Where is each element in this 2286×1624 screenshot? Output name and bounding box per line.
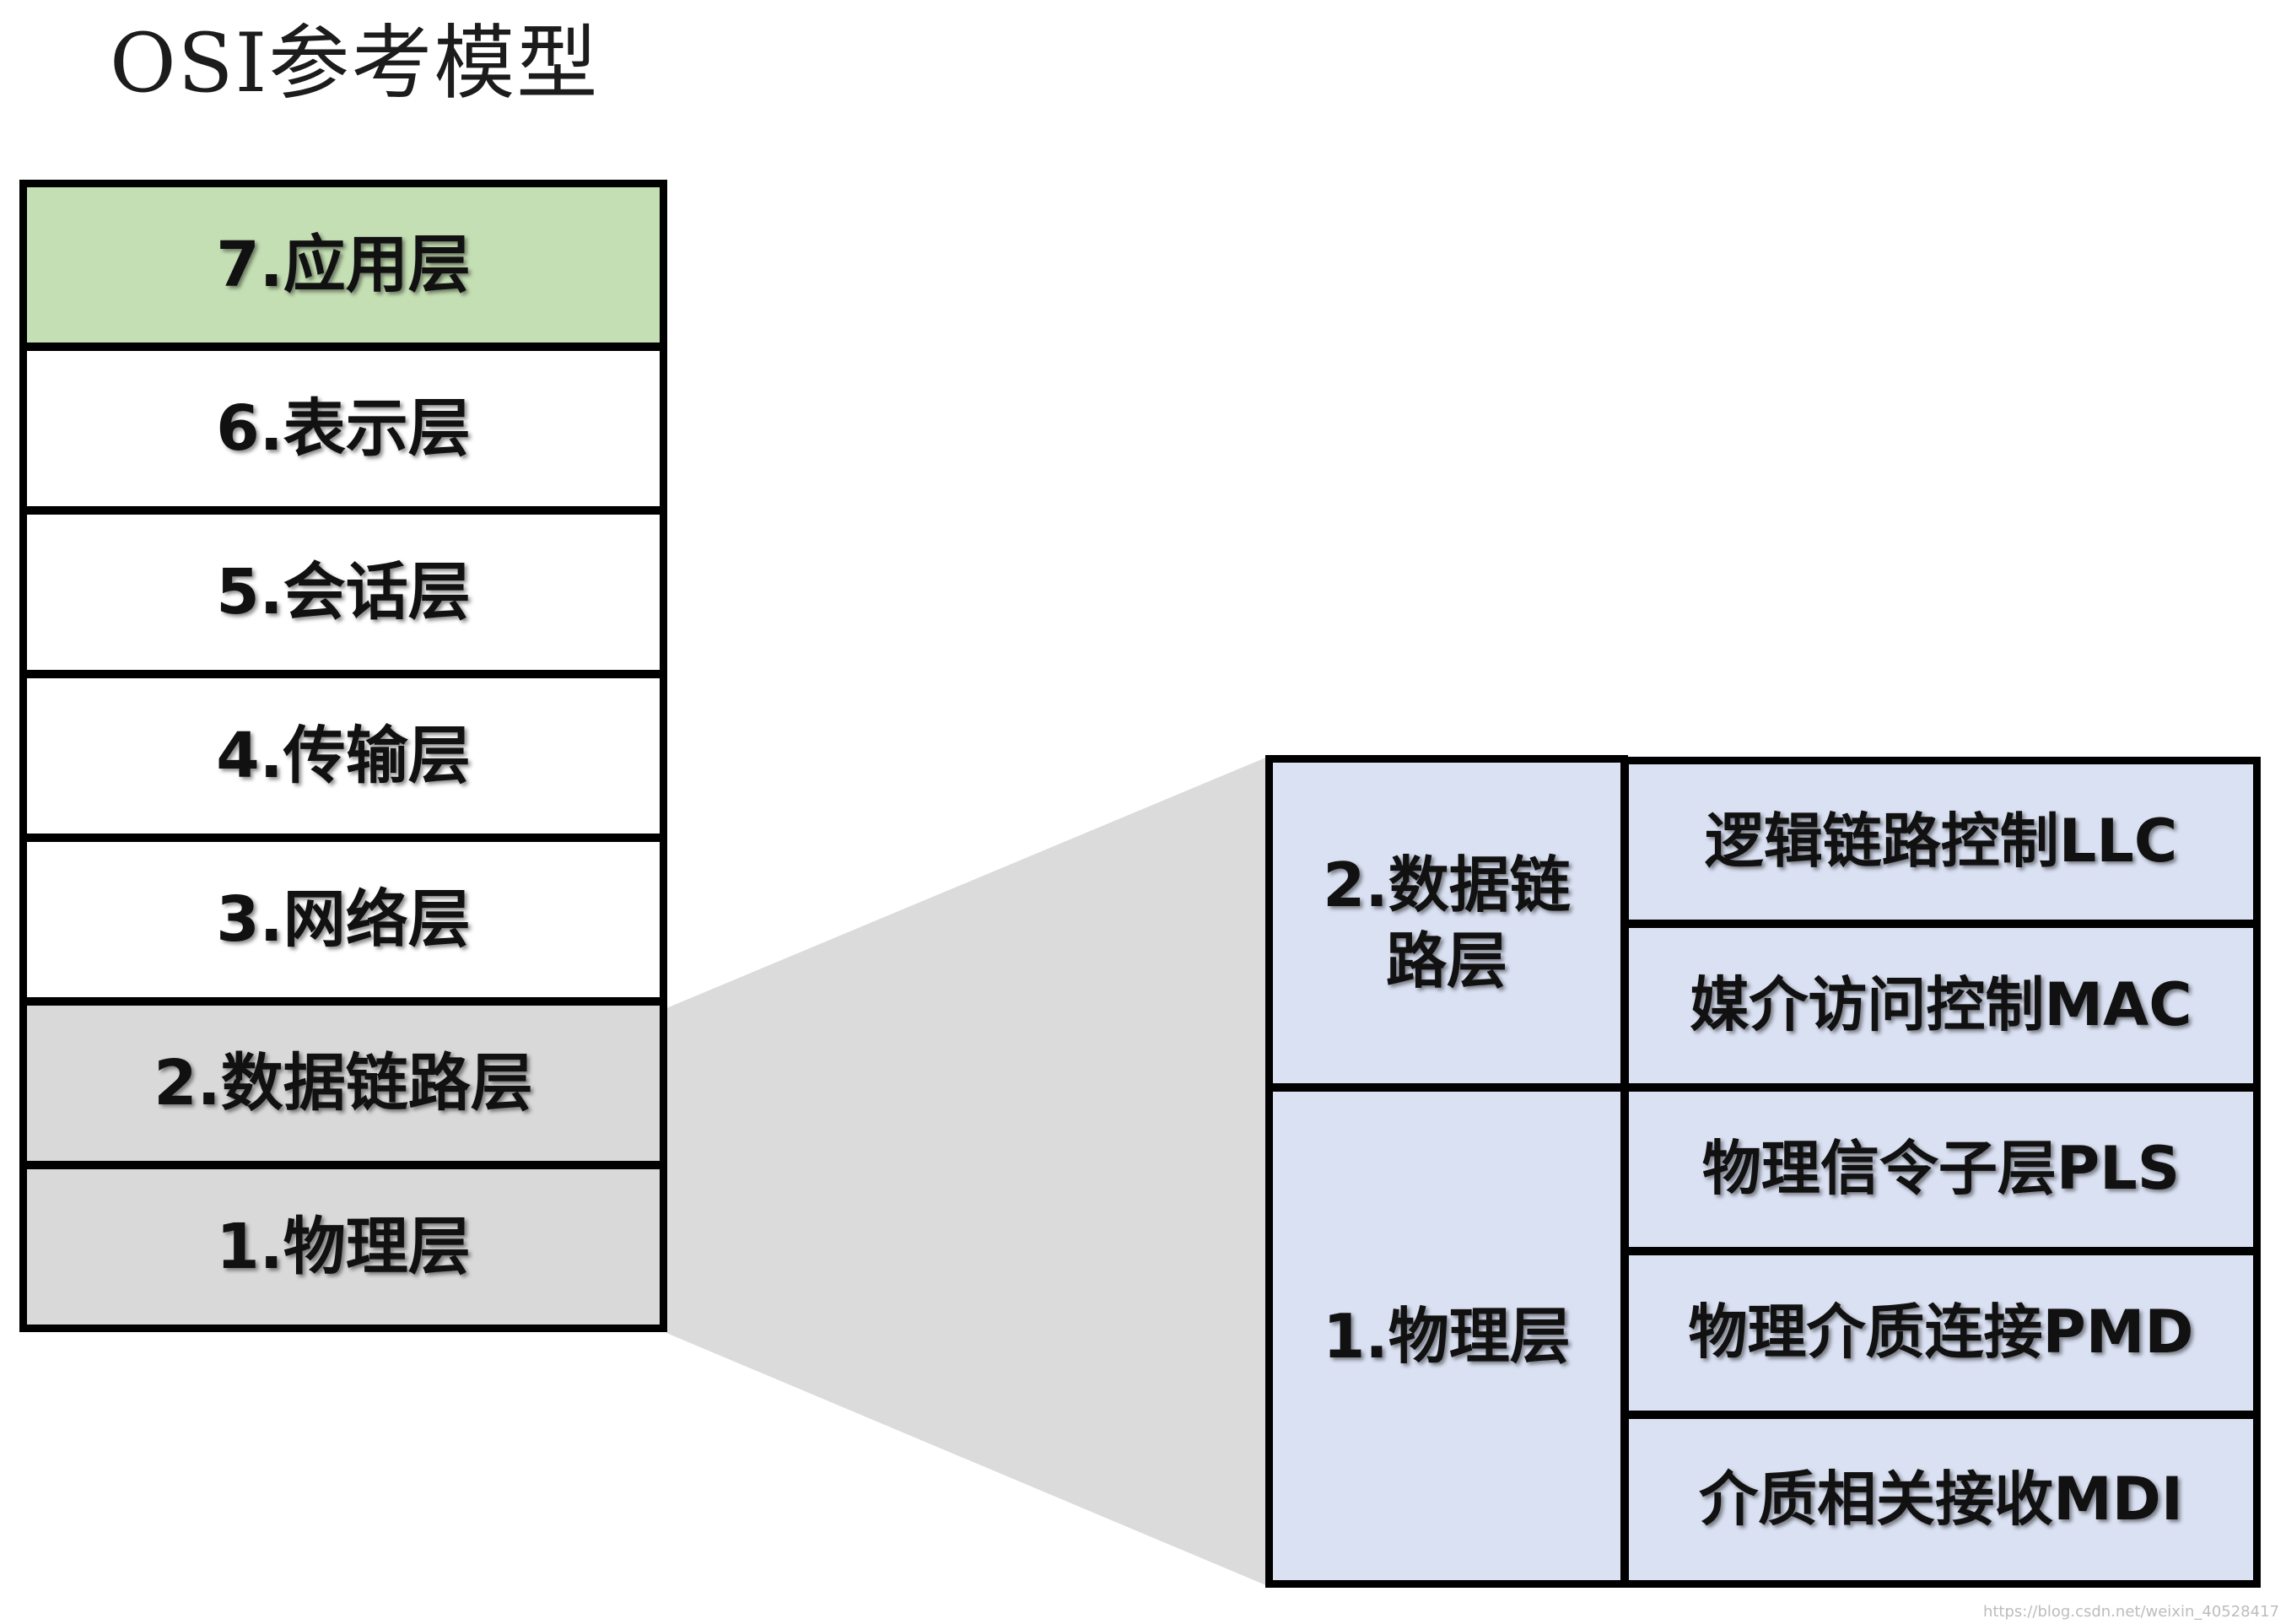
- watermark: https://blog.csdn.net/weixin_40528417: [1982, 1603, 2279, 1621]
- sublayer-llc: 逻辑链路控制LLC: [1621, 757, 2261, 927]
- sublayer-pls-label: 物理信令子层PLS: [1701, 1134, 2181, 1204]
- layer-data-link: 2.数据链路层: [19, 998, 667, 1168]
- sublayer-pmd-label: 物理介质连接PMD: [1688, 1298, 2194, 1368]
- sublayer-mac: 媒介访问控制MAC: [1621, 920, 2261, 1091]
- detail-data-link-label: 2.数据链路层: [1323, 850, 1571, 996]
- layer-presentation: 6.表示层: [19, 343, 667, 514]
- layer-physical-label: 1.物理层: [216, 1210, 471, 1283]
- sublayer-pmd: 物理介质连接PMD: [1621, 1248, 2261, 1418]
- detail-data-link-layer: 2.数据链路层: [1265, 755, 1628, 1091]
- detail-physical-layer: 1.物理层: [1265, 1084, 1628, 1588]
- layer-session: 5.会话层: [19, 507, 667, 677]
- sublayer-mdi-label: 介质相关接收MDI: [1699, 1464, 2183, 1534]
- sublayer-mac-label: 媒介访问控制MAC: [1690, 970, 2192, 1040]
- layer-data-link-label: 2.数据链路层: [154, 1046, 533, 1120]
- layer-transport: 4.传输层: [19, 671, 667, 841]
- layer-network: 3.网络层: [19, 834, 667, 1005]
- layer-application-label: 7.应用层: [216, 228, 471, 301]
- layer-application: 7.应用层: [19, 180, 667, 350]
- zoom-callout-shape: [666, 757, 1268, 1586]
- layer-presentation-label: 6.表示层: [216, 391, 471, 465]
- diagram-title: OSI参考模型: [110, 16, 600, 111]
- layer-network-label: 3.网络层: [216, 882, 471, 956]
- detail-physical-label: 1.物理层: [1323, 1300, 1571, 1372]
- layer-session-label: 5.会话层: [216, 555, 471, 629]
- layer-physical: 1.物理层: [19, 1162, 667, 1332]
- sublayer-pls: 物理信令子层PLS: [1621, 1084, 2261, 1254]
- layer-transport-label: 4.传输层: [216, 719, 471, 792]
- sublayer-mdi: 介质相关接收MDI: [1621, 1411, 2261, 1588]
- sublayer-llc-label: 逻辑链路控制LLC: [1704, 807, 2178, 877]
